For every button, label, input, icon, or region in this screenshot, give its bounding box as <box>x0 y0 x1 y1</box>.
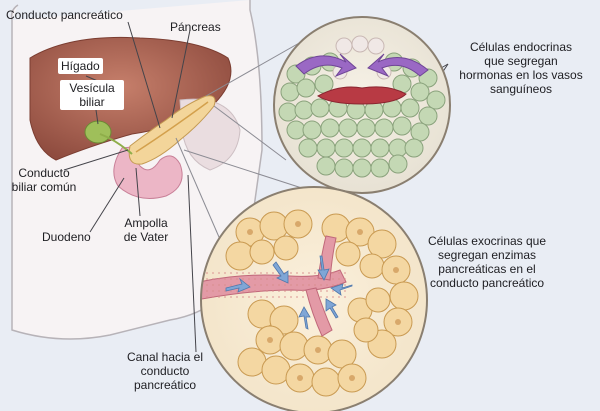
label-ampolla-de-vater: Ampolla de Vater <box>116 216 176 244</box>
label-duodeno: Duodeno <box>42 230 91 244</box>
label-exocrinas-line2: segregan enzimas <box>402 248 572 262</box>
label-canal-conducto: Canal hacia el conducto pancreático <box>110 350 220 392</box>
label-exocrinas-line1: Células exocrinas que <box>402 234 572 248</box>
label-pancreas: Páncreas <box>170 20 221 34</box>
label-conducto-pancreatico: Conducto pancreático <box>6 8 123 22</box>
gallbladder-shape <box>85 121 111 143</box>
label-endocrinas-line1: Células endocrinas <box>448 40 594 54</box>
label-canal-line3: pancreático <box>110 378 220 392</box>
label-ampolla-line1: Ampolla <box>116 216 176 230</box>
label-canal-line1: Canal hacia el <box>110 350 220 364</box>
label-canal-line2: conducto <box>110 364 220 378</box>
label-vesicula-biliar: Vesícula biliar <box>60 80 124 110</box>
label-exocrinas-line4: conducto pancreático <box>402 276 572 290</box>
label-endocrinas-line3: hormonas en los vasos <box>448 68 594 82</box>
label-conducto-biliar-line2: biliar común <box>0 180 88 194</box>
label-exocrinas-line3: pancreáticas en el <box>402 262 572 276</box>
label-conducto-biliar-line1: Conducto <box>0 166 88 180</box>
label-celulas-endocrinas: Células endocrinas que segregan hormonas… <box>448 40 594 96</box>
label-conducto-biliar-comun: Conducto biliar común <box>0 166 88 194</box>
label-ampolla-line2: de Vater <box>116 230 176 244</box>
label-higado: Hígado <box>58 58 103 74</box>
label-endocrinas-line4: sanguíneos <box>448 82 594 96</box>
label-endocrinas-line2: que segregan <box>448 54 594 68</box>
label-vesicula-line2: biliar <box>63 95 121 109</box>
label-vesicula-line1: Vesícula <box>63 81 121 95</box>
label-celulas-exocrinas: Células exocrinas que segregan enzimas p… <box>402 234 572 290</box>
